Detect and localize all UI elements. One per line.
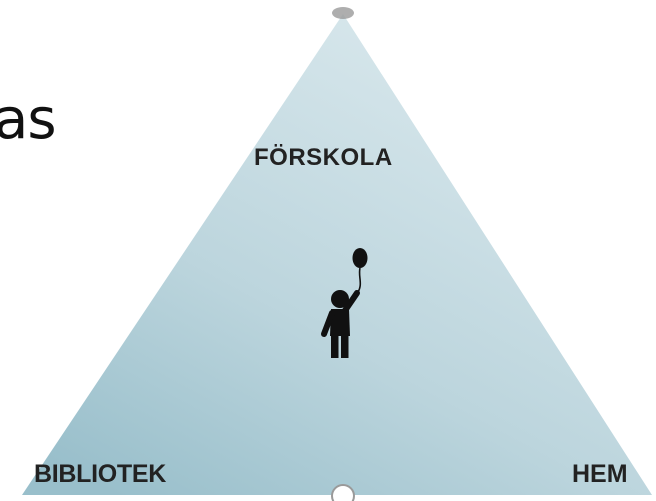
- triangle-shape: [22, 14, 652, 495]
- hem-label: HEM: [572, 460, 628, 488]
- bottom-handle: [331, 484, 355, 501]
- partial-title-text: as: [0, 87, 56, 152]
- bibliotek-label: BIBLIOTEK: [34, 460, 167, 488]
- top-vertex-handle: [332, 7, 354, 19]
- forskola-label: FÖRSKOLA: [254, 144, 393, 171]
- child-with-balloon-icon: [321, 248, 368, 358]
